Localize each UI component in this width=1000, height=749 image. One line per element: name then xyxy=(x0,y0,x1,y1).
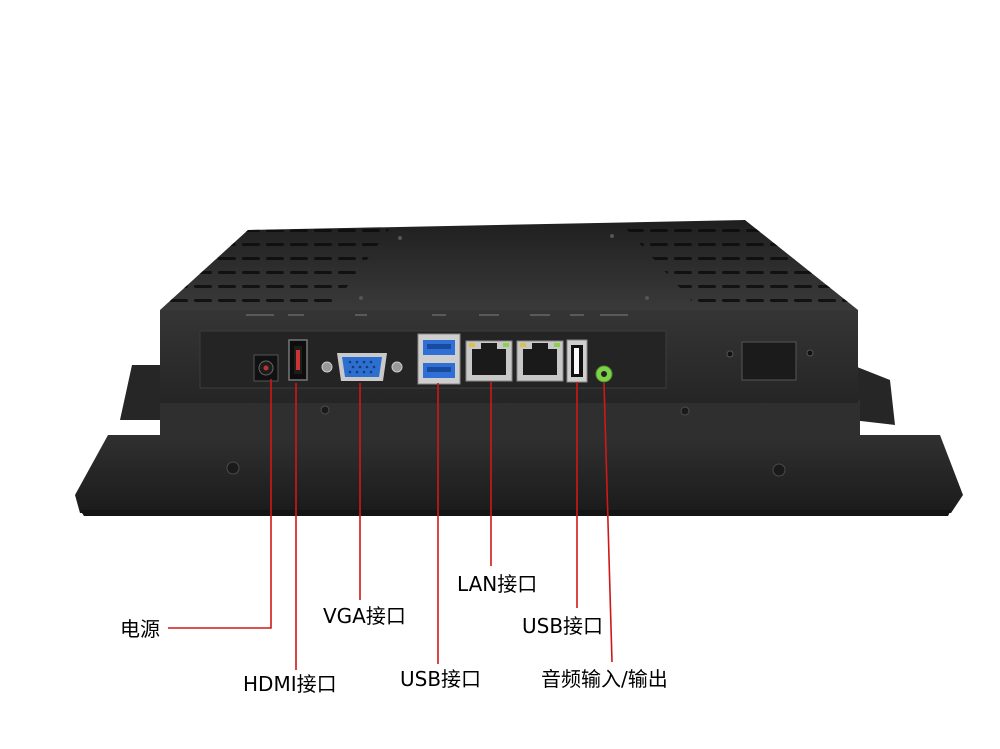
callout-hdmi-label: HDMI接口 xyxy=(243,672,337,696)
vga-port xyxy=(321,353,403,381)
callout-usb3-label: USB接口 xyxy=(400,667,482,691)
callout-power-label: 电源 xyxy=(120,617,160,641)
usb2-port xyxy=(566,339,588,383)
callout-leader-lines xyxy=(168,379,613,670)
lan-port-2 xyxy=(516,340,564,382)
frame-edge-left xyxy=(120,365,168,420)
callout-usb2-label: USB接口 xyxy=(522,614,604,638)
dc-power-port xyxy=(253,354,279,382)
side-cover-plate xyxy=(726,341,814,381)
hdmi-port xyxy=(288,339,308,381)
panel-bezel xyxy=(75,435,963,516)
callout-audio-label: 音频输入/输出 xyxy=(541,667,668,691)
callout-lan-label: LAN接口 xyxy=(457,572,538,596)
lan-port-1 xyxy=(465,340,513,382)
chassis-base xyxy=(160,400,860,436)
chassis-top xyxy=(160,220,858,310)
frame-edge-right xyxy=(852,365,895,425)
usb3-ports xyxy=(417,333,461,385)
audio-jack xyxy=(595,365,613,383)
callout-vga-label: VGA接口 xyxy=(323,604,406,628)
